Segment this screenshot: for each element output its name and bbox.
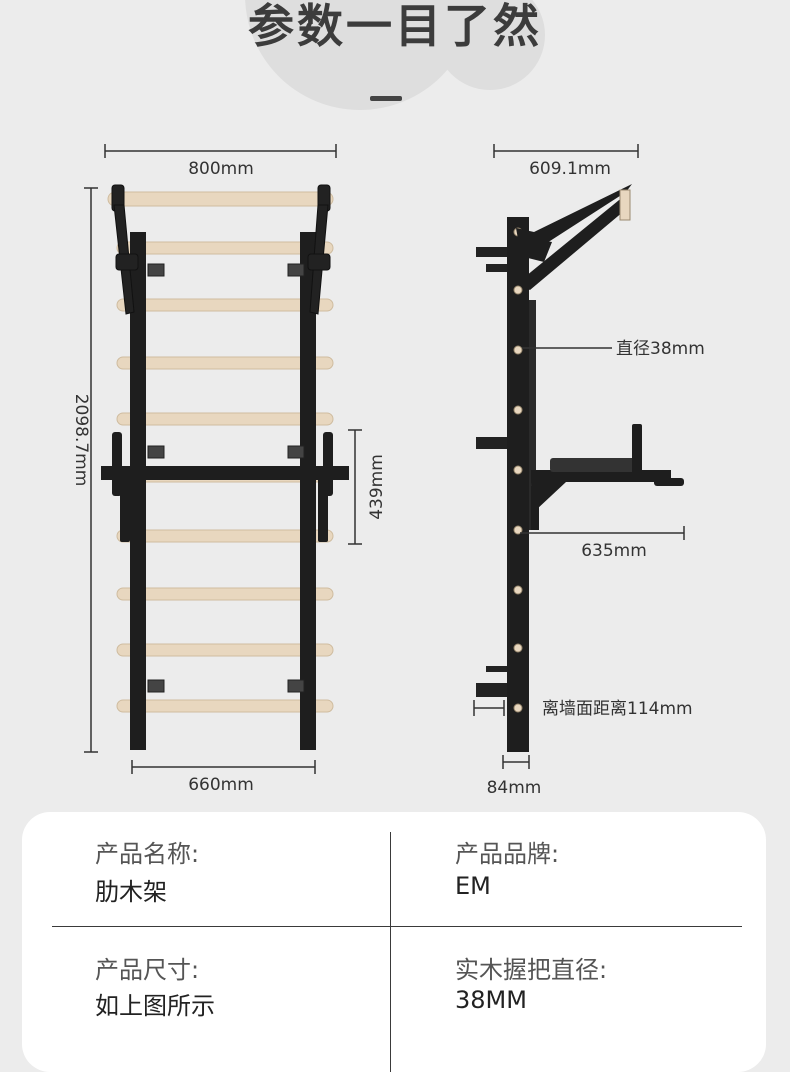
- decor-circle-small: [435, 0, 545, 90]
- dim-label-side-depth: 609.1mm: [529, 159, 611, 179]
- dim-line-post-width: [502, 755, 530, 769]
- side-rear-rail: [529, 300, 536, 530]
- spec-divider-horizontal: [52, 926, 742, 927]
- spec-label-brand: 产品品牌:: [455, 840, 560, 868]
- dim-line-top-width: [104, 144, 337, 158]
- side-top-arm: [516, 184, 632, 290]
- dim-label-diameter: 直径38mm: [616, 339, 705, 359]
- side-dip-station: [531, 424, 684, 530]
- front-view: 800mm 2098.7mm: [71, 144, 387, 795]
- dim-line-wall-distance: [473, 700, 505, 716]
- dim-label-dip-depth: 635mm: [581, 541, 647, 561]
- spec-label-size: 产品尺寸:: [95, 956, 200, 984]
- frame-posts: [130, 232, 316, 750]
- spec-label-diameter: 实木握把直径:: [455, 956, 608, 984]
- spec-divider-vertical: [390, 832, 391, 1072]
- spec-value-name: 肋木架: [95, 878, 167, 906]
- spec-card: 产品名称: 肋木架 产品品牌: EM 产品尺寸: 如上图所示 实木握把直径: 3…: [22, 812, 766, 1072]
- side-wall-mounts: [476, 247, 508, 697]
- dip-bar-assembly: [101, 432, 349, 542]
- dim-line-side-depth: [493, 144, 639, 158]
- spec-label-name: 产品名称:: [95, 840, 200, 868]
- dim-label-post-width: 84mm: [487, 778, 542, 798]
- dim-label-wall-distance: 离墙面距离114mm: [542, 699, 693, 719]
- title-underline: [370, 96, 402, 101]
- dim-label-top-width: 800mm: [188, 159, 254, 179]
- spec-value-diameter: 38MM: [455, 986, 527, 1014]
- dim-line-dip-depth: [520, 526, 685, 540]
- dim-label-dip-height: 439mm: [367, 454, 387, 520]
- product-diagram: 800mm 2098.7mm: [71, 144, 705, 798]
- dim-line-total-height: [84, 187, 98, 753]
- side-view: 609.1mm: [473, 144, 705, 798]
- page-title: 参数一目了然: [248, 0, 542, 53]
- top-pullup-arms: [111, 184, 331, 315]
- dim-label-total-height: 2098.7mm: [71, 394, 91, 487]
- dim-line-dip-height: [348, 429, 362, 545]
- spec-value-size: 如上图所示: [95, 992, 215, 1020]
- side-main-post: [507, 217, 529, 752]
- spec-value-brand: EM: [455, 872, 491, 900]
- wall-brackets: [147, 263, 305, 693]
- dim-line-bottom-width: [131, 760, 316, 774]
- dim-label-bottom-width: 660mm: [188, 775, 254, 795]
